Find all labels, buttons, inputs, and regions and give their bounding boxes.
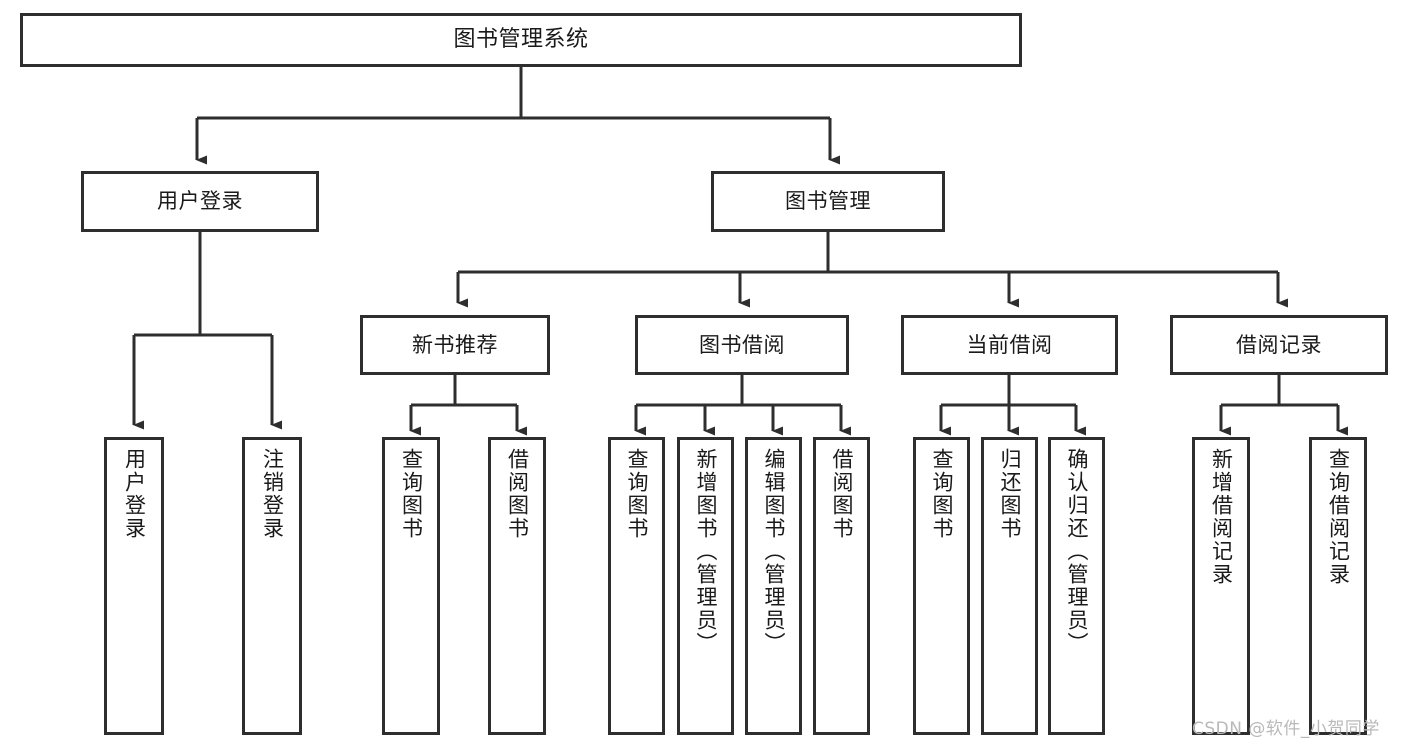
node-root-book-management-system[interactable]: 图书管理系统 [20,13,1022,67]
node-leaf-query-book-recommend[interactable]: 查询图书 [382,437,440,735]
node-label: 新增借阅记录 [1209,448,1234,586]
node-new-book-recommend[interactable]: 新书推荐 [360,315,550,375]
node-label: 查询借阅记录 [1326,448,1351,586]
node-user-login[interactable]: 用户登录 [81,171,319,232]
node-label: 查询图书 [399,448,424,540]
node-leaf-return-book[interactable]: 归还图书 [981,437,1038,735]
node-label: 借阅图书 [830,448,854,540]
node-label: 新增图书（管理员） [694,448,718,655]
node-leaf-edit-book-admin[interactable]: 编辑图书（管理员） [745,437,802,735]
node-leaf-borrow-book-recommend[interactable]: 借阅图书 [488,437,546,735]
node-leaf-borrow-book[interactable]: 借阅图书 [813,437,870,735]
node-label: 图书管理 [785,189,871,214]
node-label: 用户登录 [122,448,147,540]
node-book-management[interactable]: 图书管理 [711,171,945,232]
node-label: 查询图书 [625,448,649,540]
node-leaf-logout[interactable]: 注销登录 [242,437,302,735]
node-label: 编辑图书（管理员） [762,448,786,655]
node-label: 注销登录 [260,448,285,540]
node-leaf-add-book-admin[interactable]: 新增图书（管理员） [677,437,734,735]
node-label: 新书推荐 [412,332,498,357]
node-leaf-query-borrow-record[interactable]: 查询借阅记录 [1309,437,1367,735]
node-label: 用户登录 [157,189,243,214]
node-leaf-confirm-return-admin[interactable]: 确认归还（管理员） [1048,437,1105,735]
node-leaf-query-book-current[interactable]: 查询图书 [913,437,970,735]
node-label: 借阅记录 [1236,332,1322,357]
node-leaf-query-book-borrow[interactable]: 查询图书 [608,437,665,735]
watermark-text: CSDN @软件_小贺同学 [1192,719,1380,739]
node-leaf-add-borrow-record[interactable]: 新增借阅记录 [1192,437,1250,735]
node-label: 查询图书 [930,448,954,540]
node-current-borrow[interactable]: 当前借阅 [901,315,1118,375]
node-borrow-record[interactable]: 借阅记录 [1170,315,1388,375]
node-label: 当前借阅 [966,332,1053,357]
node-label: 确认归还（管理员） [1065,448,1089,655]
node-label: 图书管理系统 [453,27,589,53]
node-book-borrow[interactable]: 图书借阅 [635,315,849,375]
node-label: 借阅图书 [505,448,530,540]
node-leaf-user-login[interactable]: 用户登录 [104,437,164,735]
node-label: 图书借阅 [699,332,785,357]
node-label: 归还图书 [998,448,1022,540]
